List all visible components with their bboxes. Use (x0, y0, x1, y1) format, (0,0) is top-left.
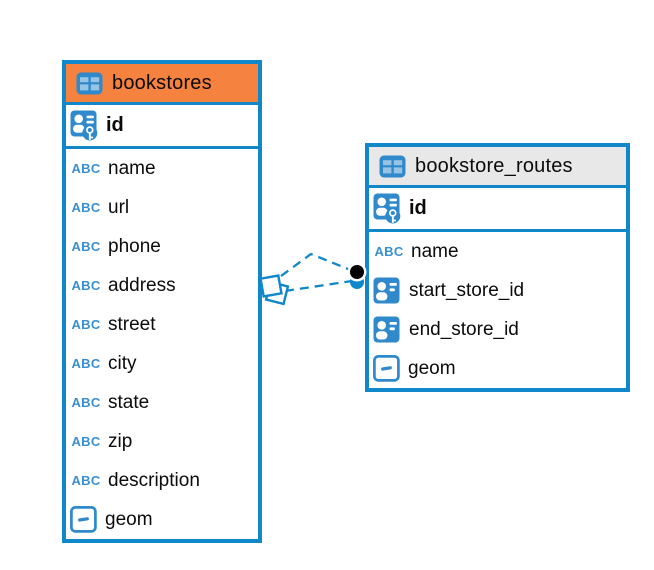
column-name: geom (105, 508, 153, 530)
table-header[interactable]: bookstores (66, 64, 258, 105)
table-title: bookstore_routes (415, 154, 573, 177)
foreign-key-icon (373, 316, 401, 344)
text-type-icon: ABC (71, 278, 101, 293)
primary-key-icon (373, 193, 401, 225)
column-name: address (108, 274, 176, 296)
text-type-icon: ABC (71, 317, 101, 332)
primary-key-icon (70, 110, 98, 142)
column-row[interactable]: ABC url (66, 188, 258, 227)
column-row[interactable]: ABC zip (66, 422, 258, 461)
column-row[interactable]: id (66, 105, 258, 149)
text-type-icon: ABC (71, 200, 101, 215)
table-header[interactable]: bookstore_routes (369, 147, 626, 188)
column-row[interactable]: ABC street (66, 305, 258, 344)
column-name: geom (408, 357, 456, 379)
relationship-dot-black[interactable] (350, 265, 364, 279)
text-type-icon: ABC (71, 434, 101, 449)
table-icon (76, 72, 103, 95)
relationship-line[interactable] (280, 252, 354, 277)
column-name: phone (108, 235, 161, 257)
column-name: description (108, 469, 200, 491)
column-row[interactable]: geom (369, 349, 626, 388)
table-title: bookstores (112, 71, 212, 94)
column-row[interactable]: ABC phone (66, 227, 258, 266)
text-type-icon: ABC (374, 244, 404, 259)
column-name: name (108, 157, 156, 179)
column-row[interactable]: ABC description (66, 461, 258, 500)
column-name: state (108, 391, 150, 413)
column-row[interactable]: start_store_id (369, 271, 626, 310)
column-row[interactable]: ABC address (66, 266, 258, 305)
column-row[interactable]: ABC name (369, 232, 626, 271)
column-row[interactable]: id (369, 188, 626, 232)
text-type-icon: ABC (71, 239, 101, 254)
table-icon (379, 155, 406, 178)
text-type-icon: ABC (71, 395, 101, 410)
text-type-icon: ABC (71, 473, 101, 488)
column-name: url (108, 196, 130, 218)
column-row[interactable]: ABC state (66, 383, 258, 422)
column-name: end_store_id (409, 318, 519, 340)
foreign-key-icon (373, 277, 401, 305)
column-row[interactable]: end_store_id (369, 310, 626, 349)
column-row[interactable]: ABC city (66, 344, 258, 383)
text-type-icon: ABC (71, 161, 101, 176)
column-name: city (108, 352, 137, 374)
column-name: id (106, 114, 124, 136)
text-type-icon: ABC (71, 356, 101, 371)
column-name: id (409, 197, 427, 219)
column-name: name (411, 240, 459, 262)
column-name: street (108, 313, 156, 335)
geometry-type-icon (373, 355, 400, 382)
column-name: start_store_id (409, 279, 525, 301)
column-name: zip (108, 430, 133, 452)
column-row[interactable]: ABC name (66, 149, 258, 188)
column-row[interactable]: geom (66, 500, 258, 539)
geometry-type-icon (70, 506, 97, 533)
relationship-diamond[interactable] (259, 274, 283, 298)
relationship-line[interactable] (284, 279, 353, 293)
